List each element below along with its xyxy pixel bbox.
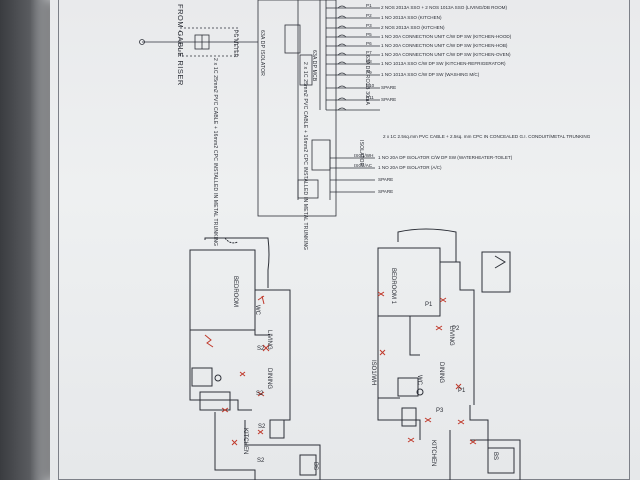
subcable-spec: 2 x 1C 2.5sq.mm PVC CABLE + 2.5sq. mm CP… [383,134,591,139]
circuit-id-p6: P6 [366,41,372,46]
circuit-id-p10: P10 [366,83,375,88]
circuit-id-p9: P9 [366,70,372,75]
circuit-id-p5: P5 [366,32,372,37]
left-bedroom-label: BEDROOM [232,276,238,307]
iso1-circuit: 1 NO 20A DP ISOLATOR C/W DP SW (WATERHEA… [378,155,513,160]
circuit-p2: 1 NO 2013A SSO (KITCHEN) [381,15,442,20]
circuit-id-p2: P2 [366,13,372,18]
circuit-p10: SPARE [381,85,396,90]
left-mark-3: S2 [258,424,266,430]
circuit-id-p3: P3 [366,23,372,28]
left-mark-4: S2 [257,458,265,464]
circuit-labels: 2 NOS 2013A SSO + 2 NOS 1013A SSO (LIVIN… [378,5,591,194]
left-floor-plan [189,237,321,480]
right-mark-2: P2 [452,326,460,332]
right-mark-1: P1 [425,302,433,308]
right-living-label: LIVING [448,326,454,346]
circuit-p7: 1 NO 20A CONNECTION UNIT C/W DP SW (KITC… [381,52,511,57]
left-kitchen-label: KITCHEN [242,428,248,454]
circuit-branches [326,5,380,193]
circuit-p1: 2 NOS 2013A SSO + 2 NOS 1013A SSO (LIVIN… [381,5,507,10]
left-dining-label: DINING [266,368,272,389]
right-mark-3: P1 [458,388,466,394]
iso-id-1: ISO1/WH [354,153,373,158]
right-bedroom-label: BEDROOM 1 [390,268,396,305]
circuit-id-p8: P8 [366,59,372,64]
red-markups [204,291,477,446]
right-floor-plan [377,228,521,480]
iso-id-2: ISO2/AC [354,163,373,168]
circuit-p9: 1 NO 1013A SSO C/W DP SW (WASHING M/C) [381,72,480,77]
left-living-label: LIVING [266,330,272,350]
circuit-id-p11: P11 [366,95,374,100]
spare-circuit-2: SPARE [378,189,393,194]
circuit-p3: 2 NOS 2013A SSO (KITCHEN) [381,25,445,30]
right-dining-label: DINING [438,362,444,383]
circuit-p8: 1 NO 1013A SSO C/W DP SW (KITCHEN-REFRIG… [381,61,506,66]
iso2-circuit: 1 NO 20A DP ISOLATOR (A/C) [378,165,442,170]
circuit-p6: 1 NO 20A CONNECTION UNIT C/W DP SW (KITC… [381,43,508,48]
right-side-label: ISO1/WH [370,360,376,385]
left-mark-1: S2 [257,346,265,352]
circuit-id-p1: P1 [366,3,372,8]
circuit-id-p7: P7 [366,50,372,55]
spare-circuit-1: SPARE [378,177,393,182]
right-mark-4: P3 [436,408,444,414]
circuit-p5: 1 NO 20A CONNECTION UNIT C/W DP SW (KITC… [381,34,512,39]
left-wc-label: WC [254,305,260,316]
drawing-sheet: FROM CABLE RISER 2 x 1C 25mm2 PVC CABLE … [50,0,640,480]
left-bs-label: BS [312,462,318,470]
left-mark-2: S2 [256,391,264,397]
right-bs-label: BS [492,452,498,460]
right-wc-label: WC [416,375,422,386]
right-kitchen-label: KITCHEN [430,440,436,466]
circuit-p11: SPARE [381,97,396,102]
